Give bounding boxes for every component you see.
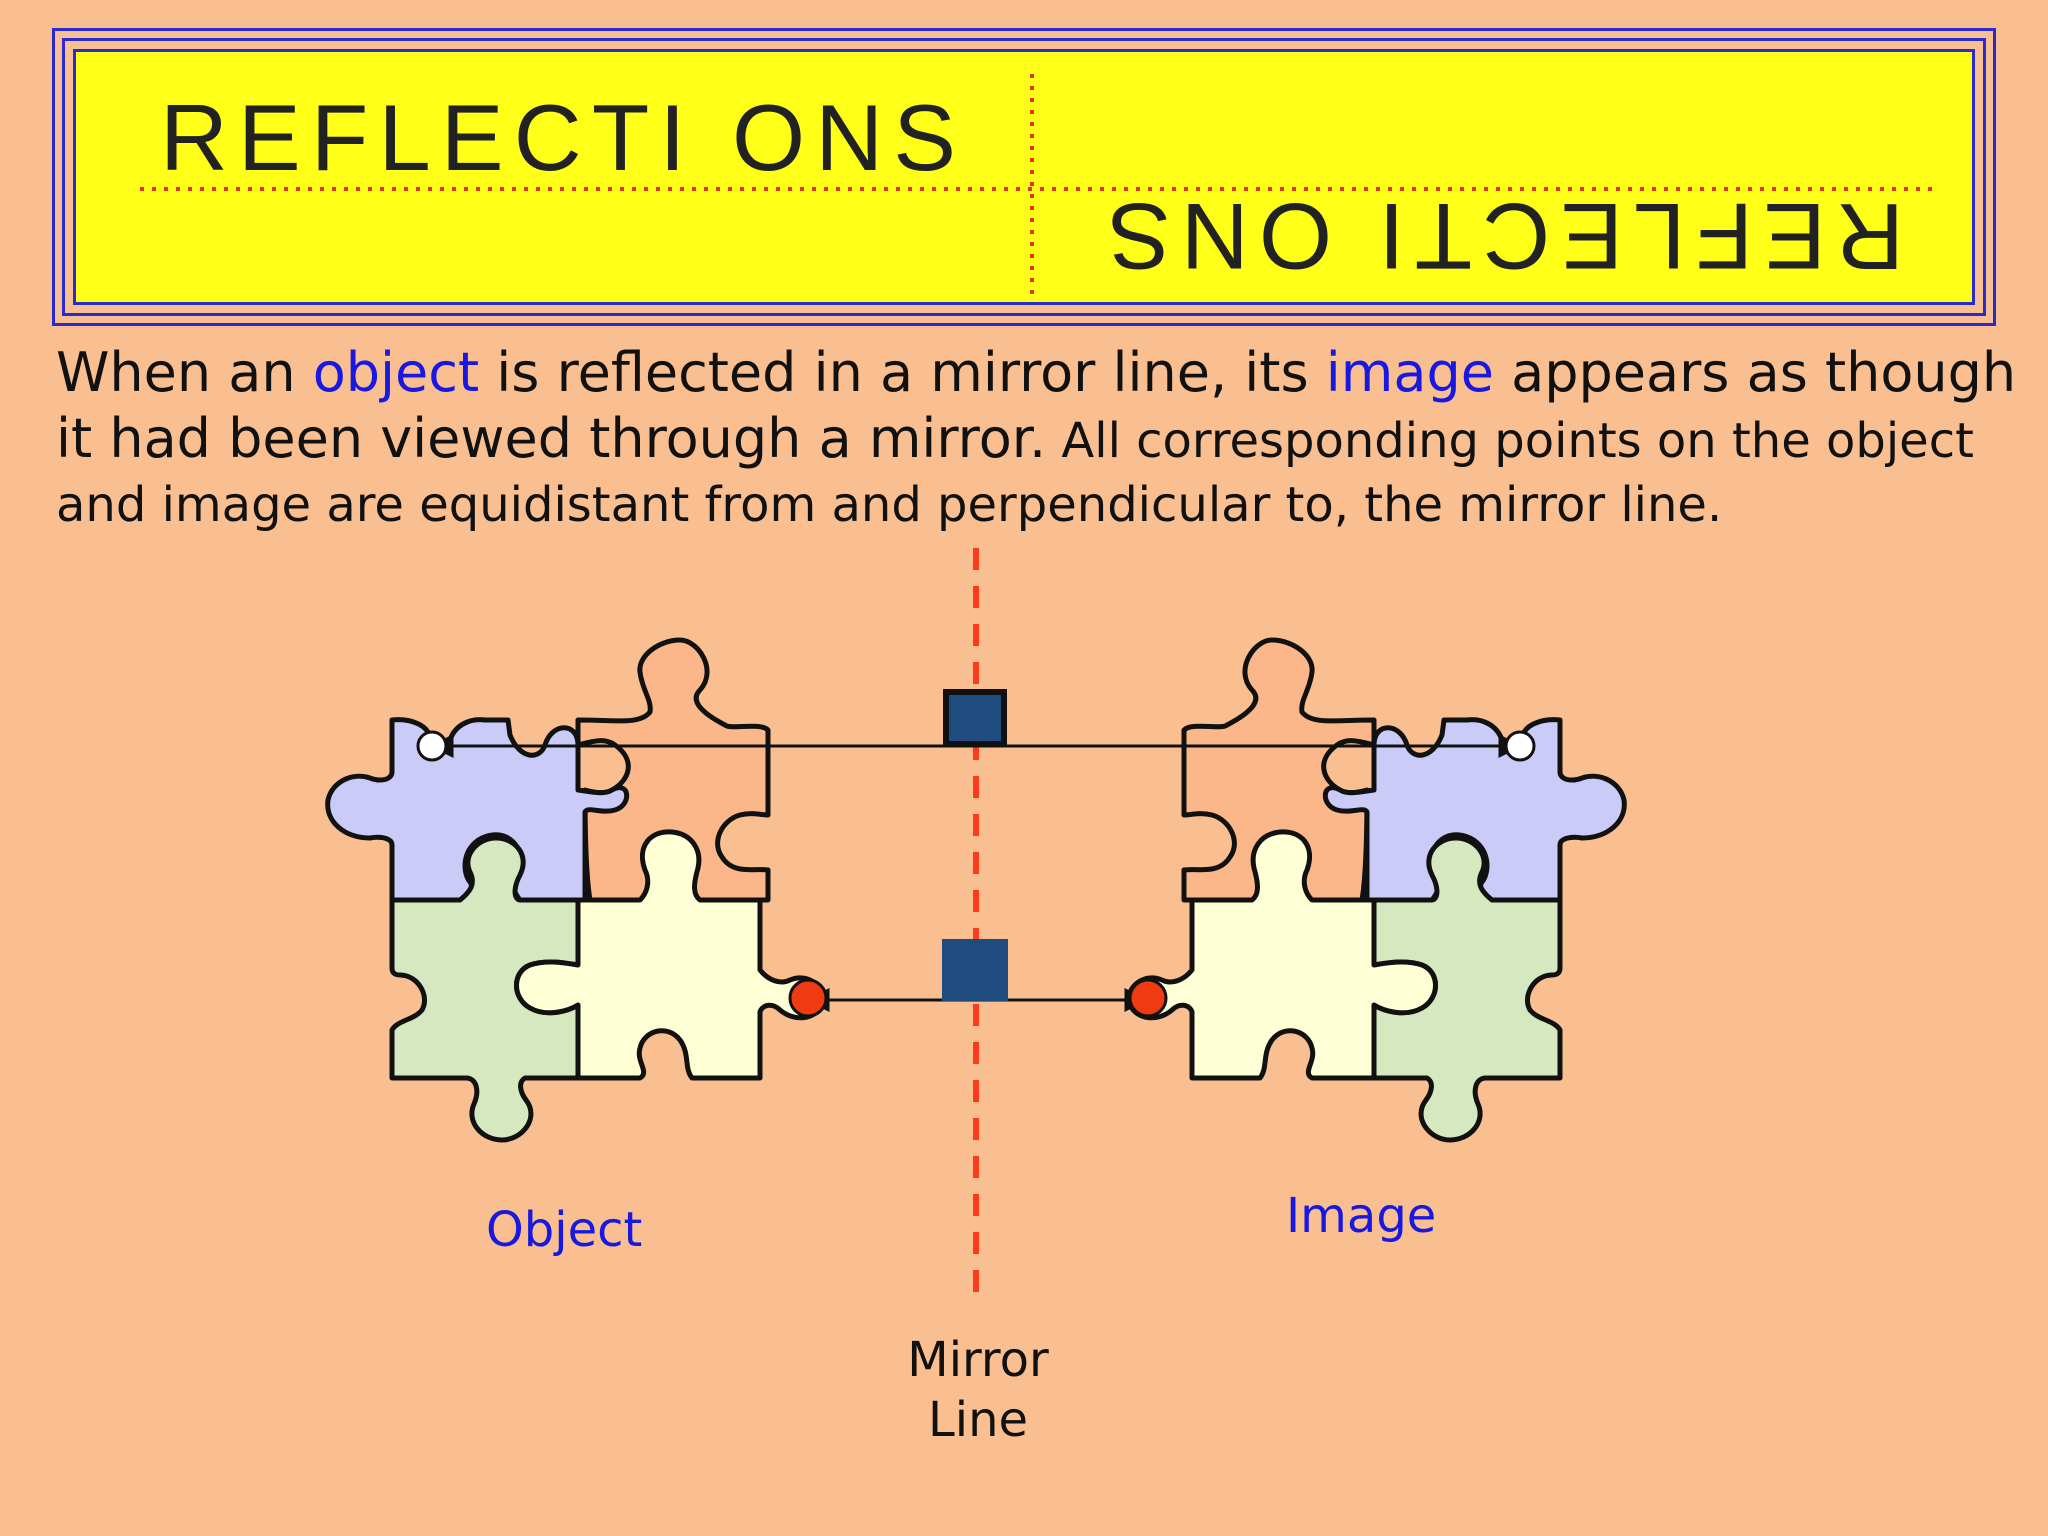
image-top-point [1504, 730, 1536, 762]
title-banner-mid-border: REFLECTI ONS REFLECTI ONS REFLECTI ONS [62, 38, 1986, 316]
object-puzzle [328, 640, 823, 1140]
description-text: All corresponding points on the object [1046, 413, 1974, 469]
image-bottom-point [1128, 978, 1168, 1018]
description-paragraph: When an object is reflected in a mirror … [56, 340, 2016, 538]
description-text: it had been viewed through a mirror. [56, 407, 1047, 470]
bottom-perpendicular-marker [942, 939, 1008, 1001]
reflection-diagram: Object Image Mirror Line [0, 548, 2048, 1448]
description-line-3: and image are equidistant from and perpe… [56, 477, 1723, 533]
title-banner-art: REFLECTI ONS REFLECTI ONS REFLECTI ONS [76, 74, 1938, 302]
title-text: REFLECTI ONS [160, 85, 956, 190]
mirror-label-line-1: Mirror [907, 1332, 1049, 1388]
description-line-2: it had been viewed through a mirror. All… [56, 406, 2016, 472]
image-label: Image [1286, 1188, 1436, 1244]
description-text: When an [56, 341, 313, 404]
keyword-image: image [1325, 341, 1494, 404]
title-banner-panel: REFLECTI ONS REFLECTI ONS REFLECTI ONS [73, 49, 1975, 305]
title-banner: REFLECTI ONS REFLECTI ONS REFLECTI ONS [52, 28, 1996, 326]
image-puzzle [1129, 640, 1624, 1140]
description-line-1: When an object is reflected in a mirror … [56, 340, 2016, 406]
title-text-rotated: REFLECTI ONS [1108, 184, 1904, 289]
title-reflection-rotated: REFLECTI ONS [1108, 184, 1904, 289]
mirror-label-line-2: Line [928, 1392, 1028, 1448]
keyword-object: object [312, 341, 480, 404]
description-text: is reflected in a mirror line, its [479, 341, 1326, 404]
description-text: appears as though [1493, 341, 2017, 404]
top-perpendicular-marker [943, 689, 1007, 747]
object-label: Object [486, 1202, 642, 1258]
object-bottom-point [788, 978, 828, 1018]
title-mask [76, 200, 1032, 302]
object-top-point [416, 730, 448, 762]
